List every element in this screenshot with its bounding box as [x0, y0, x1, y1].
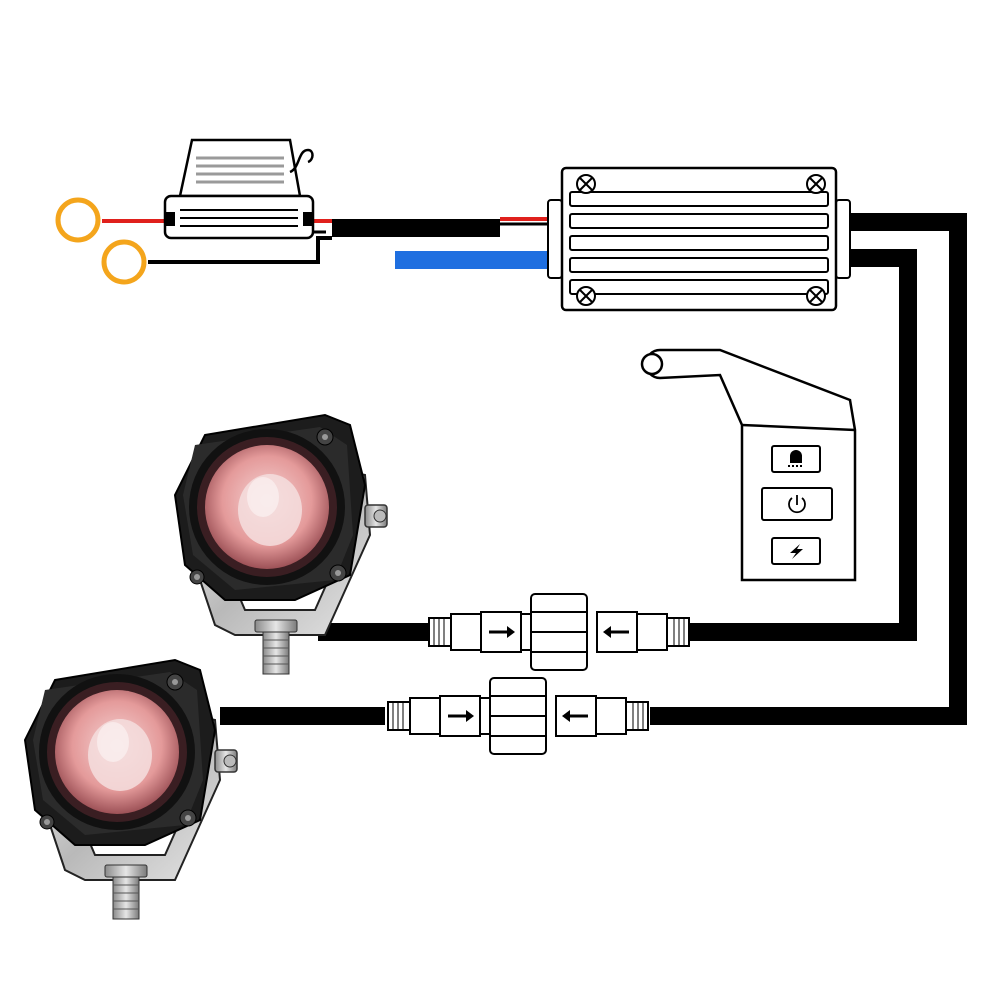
relay-box-icon — [547, 166, 851, 312]
relay-control-box — [547, 166, 851, 312]
light-icon — [788, 450, 804, 467]
ring-terminal-positive — [55, 197, 101, 243]
ring-terminal-negative — [101, 239, 147, 285]
power-icon — [788, 495, 806, 514]
switch-panel-icon — [640, 348, 857, 582]
ring-terminal-icon — [101, 239, 147, 285]
switch-button-light[interactable] — [771, 445, 821, 473]
fuse-holder-icon — [163, 138, 315, 240]
wire-ring-negative — [148, 236, 332, 264]
switch-button-power[interactable] — [761, 487, 833, 521]
ring-terminal-icon — [55, 197, 101, 243]
wire-to-upper-light — [690, 249, 917, 641]
remote-switch — [640, 348, 857, 582]
harness-wires — [102, 213, 967, 725]
wire-to-lower-light — [650, 213, 967, 725]
fuse-holder — [163, 138, 315, 240]
flash-icon — [790, 544, 803, 559]
switch-button-flash[interactable] — [771, 537, 821, 565]
